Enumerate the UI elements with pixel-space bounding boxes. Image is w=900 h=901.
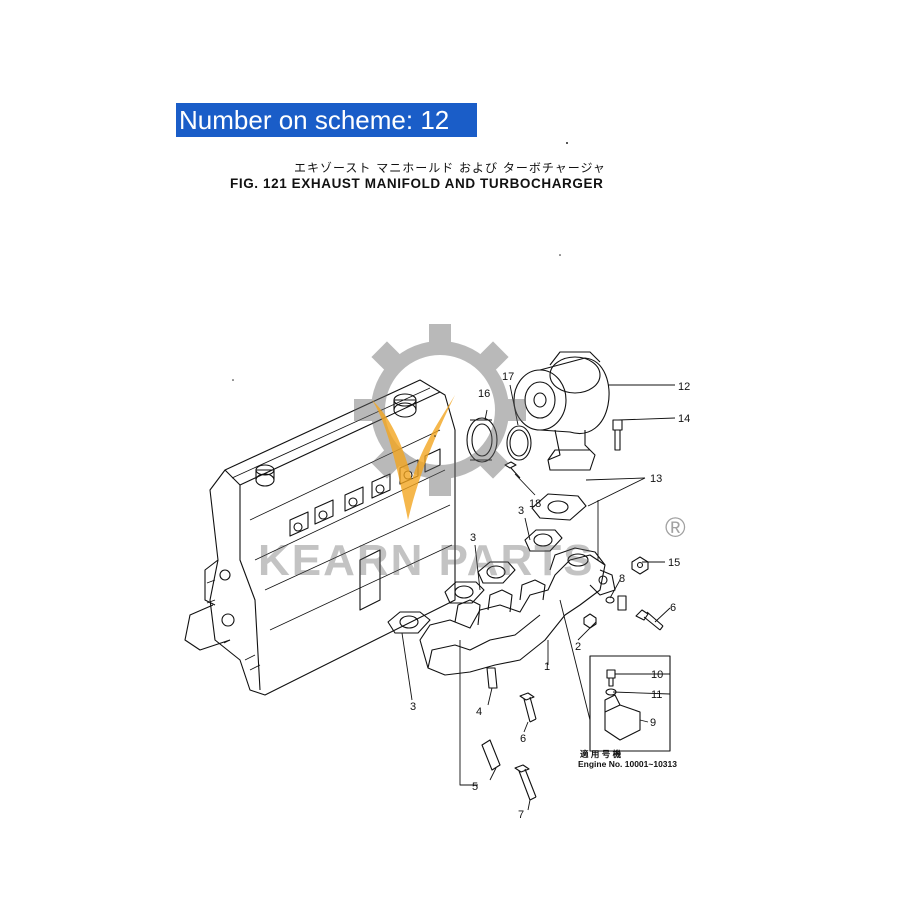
washer-8: [605, 595, 627, 611]
callout-11: 11: [651, 689, 662, 701]
callout-3-upper: 3: [518, 505, 524, 517]
callout-3-middle: 3: [470, 532, 476, 544]
bolt-6-right: [635, 609, 664, 631]
callout-7: 7: [518, 809, 524, 821]
engine-block: [184, 379, 456, 696]
callout-15: 15: [668, 557, 680, 569]
callout-2: 2: [575, 641, 581, 653]
scheme-number-badge: Number on scheme: 12: [176, 103, 477, 137]
callout-5: 5: [472, 781, 478, 793]
stud-4: [486, 667, 498, 689]
bolt-14: [612, 419, 623, 451]
bolt-6-lower: [519, 692, 537, 723]
callout-6-right: 6: [670, 602, 676, 614]
nut-2: [583, 613, 597, 629]
leader-lines: [401, 384, 676, 811]
callout-4: 4: [476, 706, 482, 718]
nut-15: [631, 556, 649, 575]
callout-12: 12: [678, 381, 690, 393]
callout-18: 18: [529, 498, 541, 510]
callout-10: 10: [651, 669, 663, 681]
stud-5: [481, 739, 501, 771]
callout-13: 13: [650, 473, 662, 485]
registered-mark: ®: [665, 512, 686, 543]
bracket-inset: [589, 655, 671, 752]
callout-14: 14: [678, 413, 690, 425]
turbo-gasket: [531, 493, 587, 521]
exhaust-gaskets: [387, 529, 563, 634]
callout-16: 16: [478, 388, 490, 400]
applicability-note-jp: 適 用 号 機: [580, 749, 622, 759]
callout-1: 1: [544, 661, 550, 673]
callout-8: 8: [619, 573, 625, 585]
figure-caption-japanese: エキゾースト マニホールド および ターボチャージャ: [294, 161, 606, 175]
scan-specks: [232, 142, 568, 437]
callout-numbers: 1 2 3 3 3 4 5 6 6 7 8 9 10 11 12 13 14 1…: [410, 371, 690, 821]
callout-17: 17: [502, 371, 514, 383]
turbocharger: [513, 351, 610, 471]
figure-caption-english: FIG. 121 EXHAUST MANIFOLD AND TURBOCHARG…: [230, 176, 604, 191]
clamp-and-seal-ring: [466, 417, 532, 463]
callout-9: 9: [650, 717, 656, 729]
callout-3-lower: 3: [410, 701, 416, 713]
bolt-7: [514, 764, 537, 801]
watermark-flame-icon: [372, 395, 455, 520]
watermark-logo: KEARN PARTS ®: [258, 324, 686, 585]
bolt-18: [504, 461, 521, 479]
watermark-text: KEARN PARTS: [258, 536, 595, 585]
applicability-note-en: Engine No. 10001~10313: [578, 759, 677, 769]
callout-6-lower: 6: [520, 733, 526, 745]
